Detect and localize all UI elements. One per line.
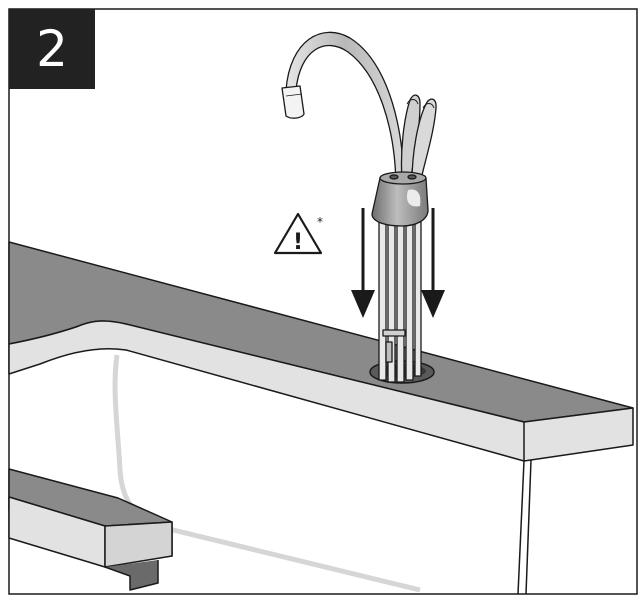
faucet-spout-tip xyxy=(281,85,305,119)
down-arrow-icon xyxy=(421,208,445,318)
countertop-front-edge xyxy=(8,320,634,462)
warning-symbol: ! xyxy=(293,230,303,255)
drawer-rail xyxy=(8,468,173,591)
faucet-icon xyxy=(281,31,437,383)
countertop xyxy=(8,241,634,462)
down-arrow-icon xyxy=(351,208,375,318)
warning-footnote-mark: * xyxy=(317,215,323,229)
step-number-badge: 2 xyxy=(9,9,95,89)
faucet-tubes xyxy=(378,217,422,383)
warning-triangle-icon: ! * xyxy=(273,212,323,255)
faucet-lever-front xyxy=(411,98,437,185)
cabinet-side-panel xyxy=(517,459,532,595)
